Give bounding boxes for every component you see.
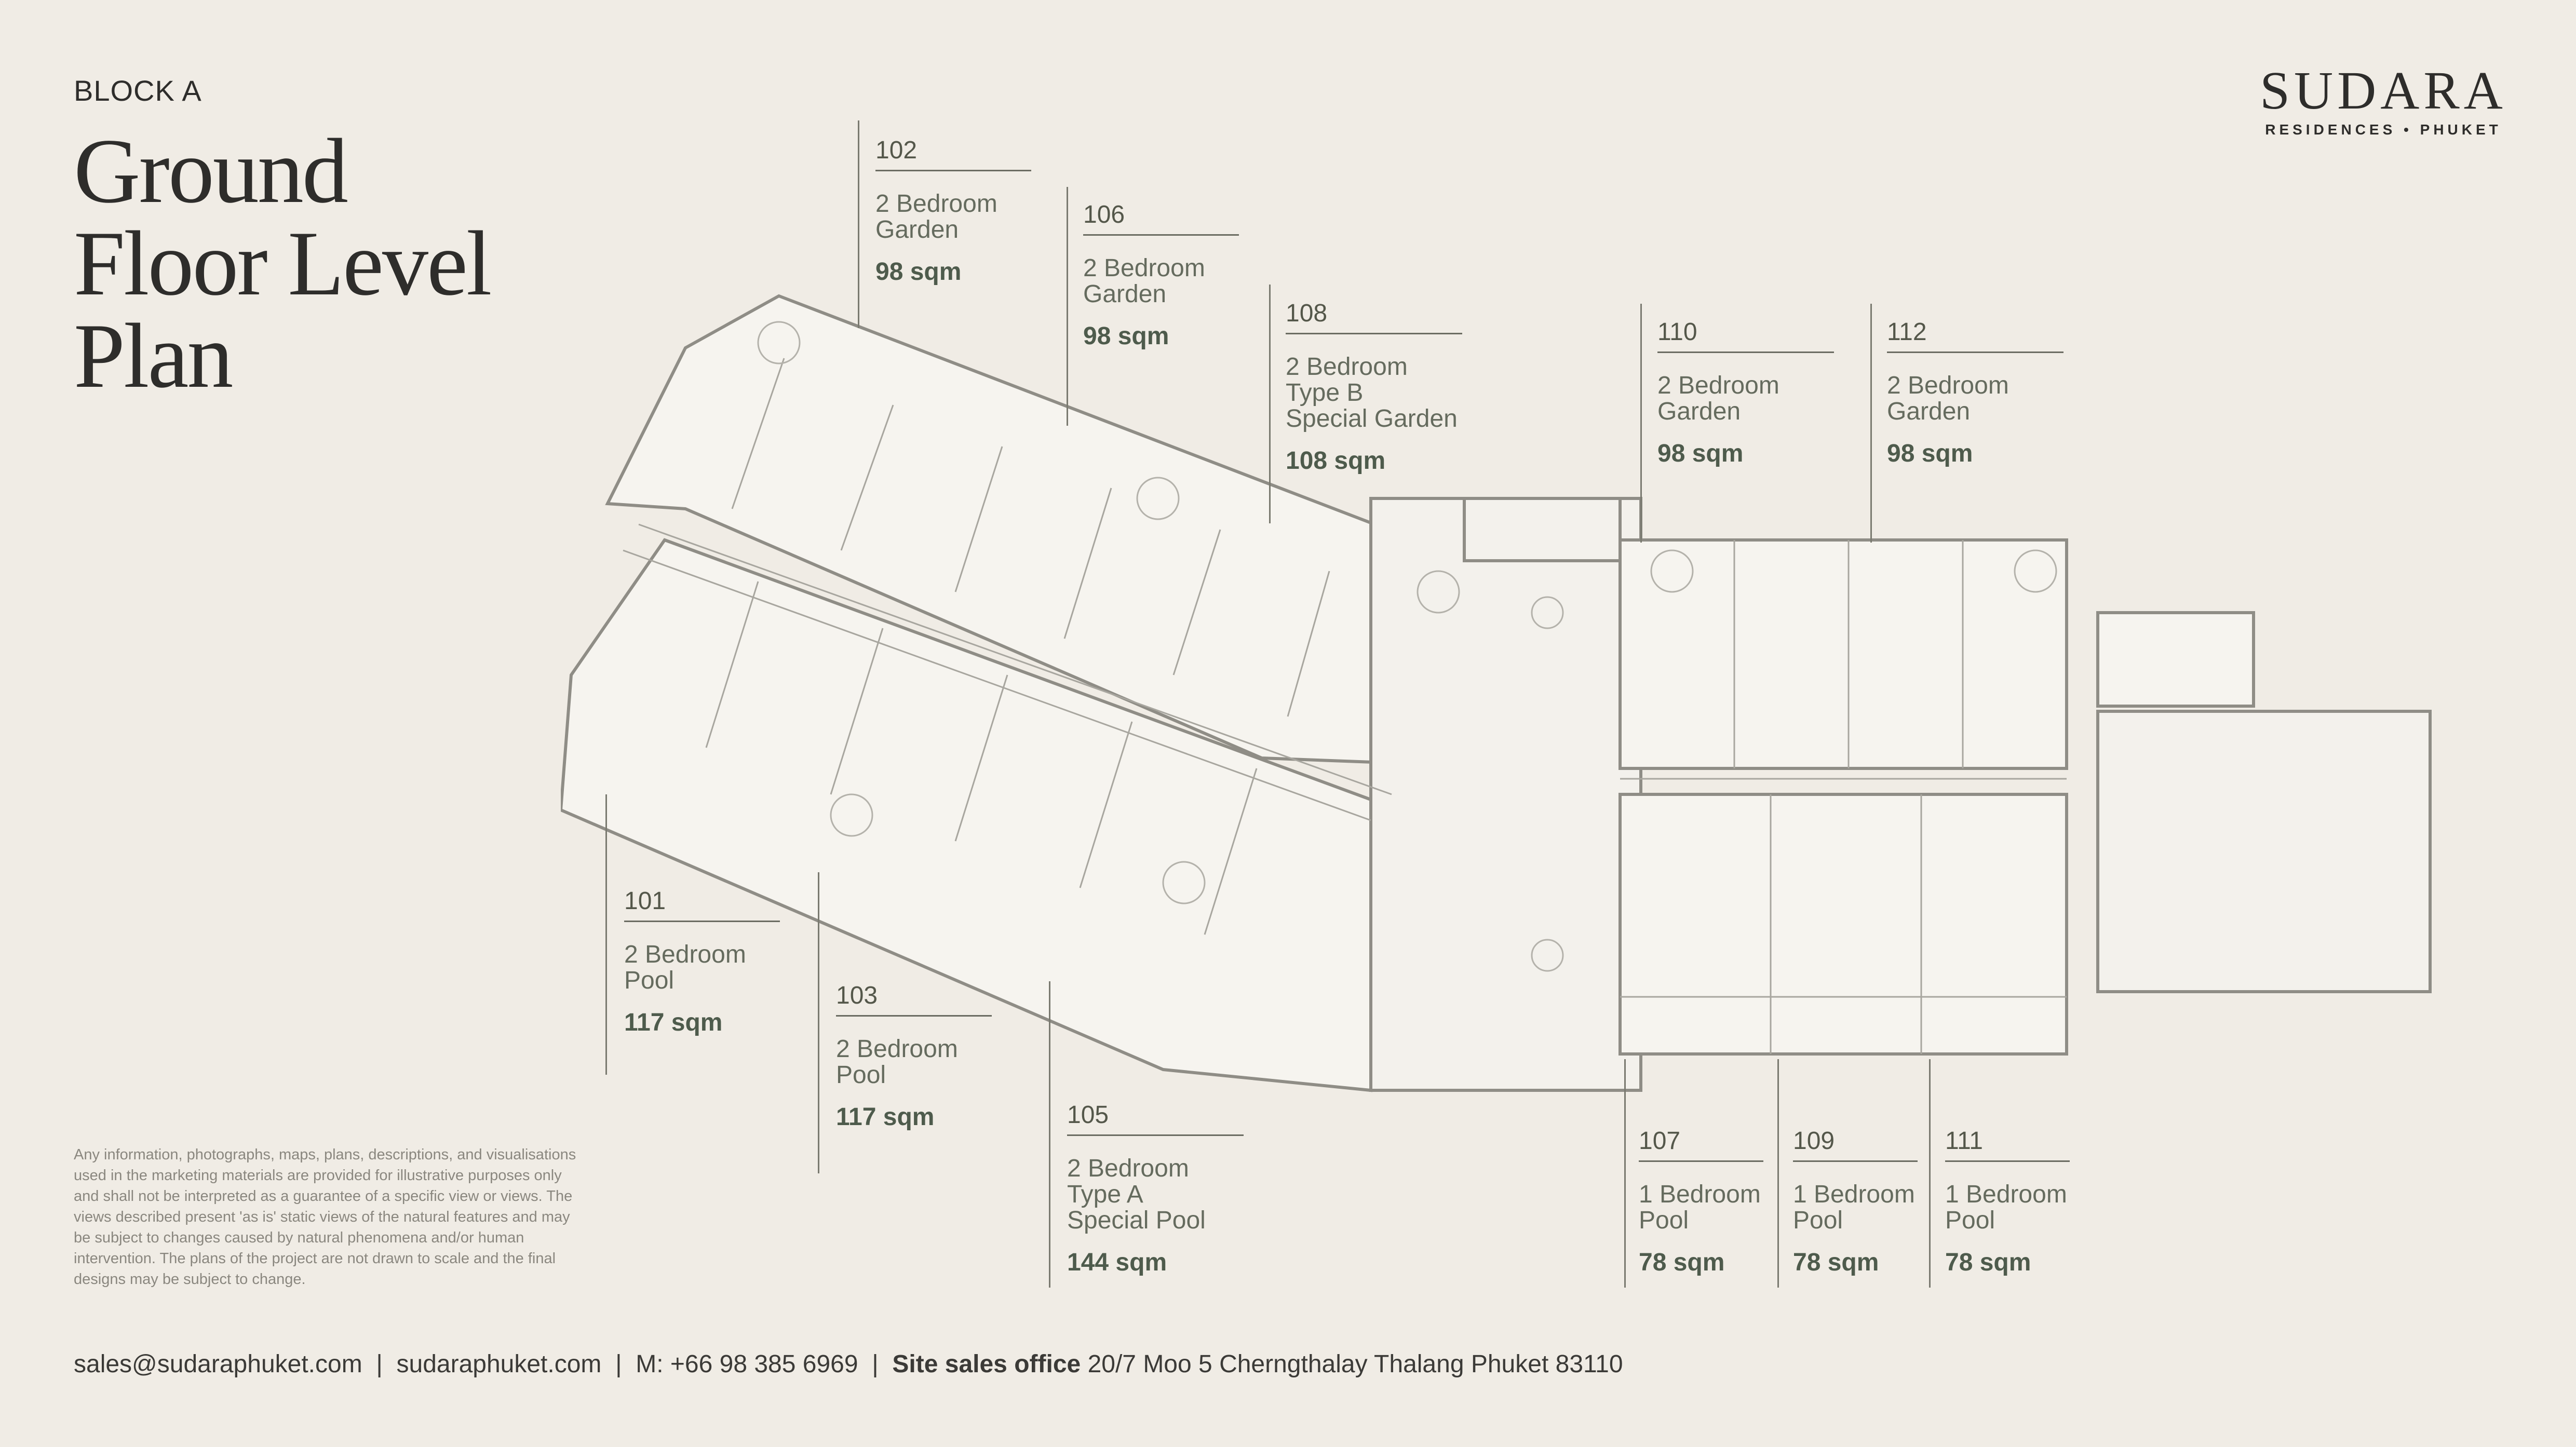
- unit-number: 102: [875, 136, 1031, 171]
- unit-area: 78 sqm: [1945, 1249, 2031, 1276]
- unit-number: 105: [1067, 1101, 1244, 1136]
- unit-number: 110: [1657, 318, 1834, 353]
- leader-line-108: [1269, 285, 1271, 523]
- leader-line-110: [1640, 304, 1642, 543]
- unit-area: 98 sqm: [1657, 440, 1744, 467]
- footer-separator: |: [376, 1350, 383, 1378]
- far-right-annex: [2096, 710, 2432, 993]
- leader-line-103: [818, 872, 819, 1173]
- unit-area: 117 sqm: [836, 1103, 935, 1131]
- block-label: BLOCK A: [74, 74, 202, 107]
- unit-area: 144 sqm: [1067, 1249, 1167, 1276]
- right-upper-block: [1619, 538, 2068, 770]
- logo-wordmark: SUDARA: [2260, 61, 2507, 120]
- unit-number: 106: [1083, 200, 1239, 236]
- central-core: [1369, 497, 1642, 1092]
- unit-number: 108: [1286, 299, 1462, 334]
- footer-office-address: 20/7 Moo 5 Cherngthalay Thalang Phuket 8…: [1087, 1350, 1623, 1378]
- unit-area: 98 sqm: [875, 258, 962, 286]
- unit-number: 101: [624, 887, 780, 922]
- unit-area: 117 sqm: [624, 1009, 723, 1036]
- right-lower-block: [1619, 793, 2068, 1056]
- page-title-line-2: Floor Level: [74, 212, 492, 315]
- logo-tagline: RESIDENCES • PHUKET: [2265, 121, 2502, 138]
- footer-separator: |: [615, 1350, 622, 1378]
- unit-area: 98 sqm: [1887, 440, 1973, 467]
- footer-contact: sales@sudaraphuket.com | sudaraphuket.co…: [74, 1350, 1623, 1378]
- leader-line-109: [1777, 1059, 1779, 1288]
- unit-area: 78 sqm: [1793, 1249, 1879, 1276]
- leader-line-107: [1624, 1059, 1626, 1288]
- page-title-line-1: Ground: [74, 119, 348, 222]
- footer-office-label: Site sales office: [892, 1350, 1081, 1378]
- floor-plan-drawing: [561, 294, 2432, 1092]
- unit-area: 108 sqm: [1286, 447, 1386, 475]
- footer-website[interactable]: sudaraphuket.com: [396, 1350, 602, 1378]
- footer-separator: |: [872, 1350, 879, 1378]
- disclaimer-text: Any information, photographs, maps, plan…: [74, 1146, 576, 1288]
- unit-number: 111: [1945, 1127, 2070, 1162]
- footer-phone[interactable]: M: +66 98 385 6969: [636, 1350, 858, 1378]
- far-right-structure: [2096, 611, 2255, 708]
- unit-number: 109: [1793, 1127, 1918, 1162]
- leader-line-111: [1929, 1059, 1931, 1288]
- unit-number: 112: [1887, 318, 2064, 353]
- unit-area: 78 sqm: [1639, 1249, 1725, 1276]
- leader-line-106: [1067, 187, 1068, 426]
- unit-area: 98 sqm: [1083, 322, 1169, 350]
- brand-logo: SUDARA RESIDENCES • PHUKET: [2259, 62, 2508, 138]
- footer-email[interactable]: sales@sudaraphuket.com: [74, 1350, 362, 1378]
- unit-number: 107: [1639, 1127, 1763, 1162]
- unit-number: 103: [836, 981, 992, 1017]
- leader-line-101: [605, 794, 607, 1075]
- page-title: Ground Floor Level Plan: [74, 119, 492, 407]
- leader-line-112: [1870, 304, 1872, 543]
- page-title-line-3: Plan: [74, 304, 233, 407]
- core-top: [1463, 497, 1622, 562]
- leader-line-102: [858, 120, 859, 328]
- leader-line-105: [1049, 981, 1050, 1288]
